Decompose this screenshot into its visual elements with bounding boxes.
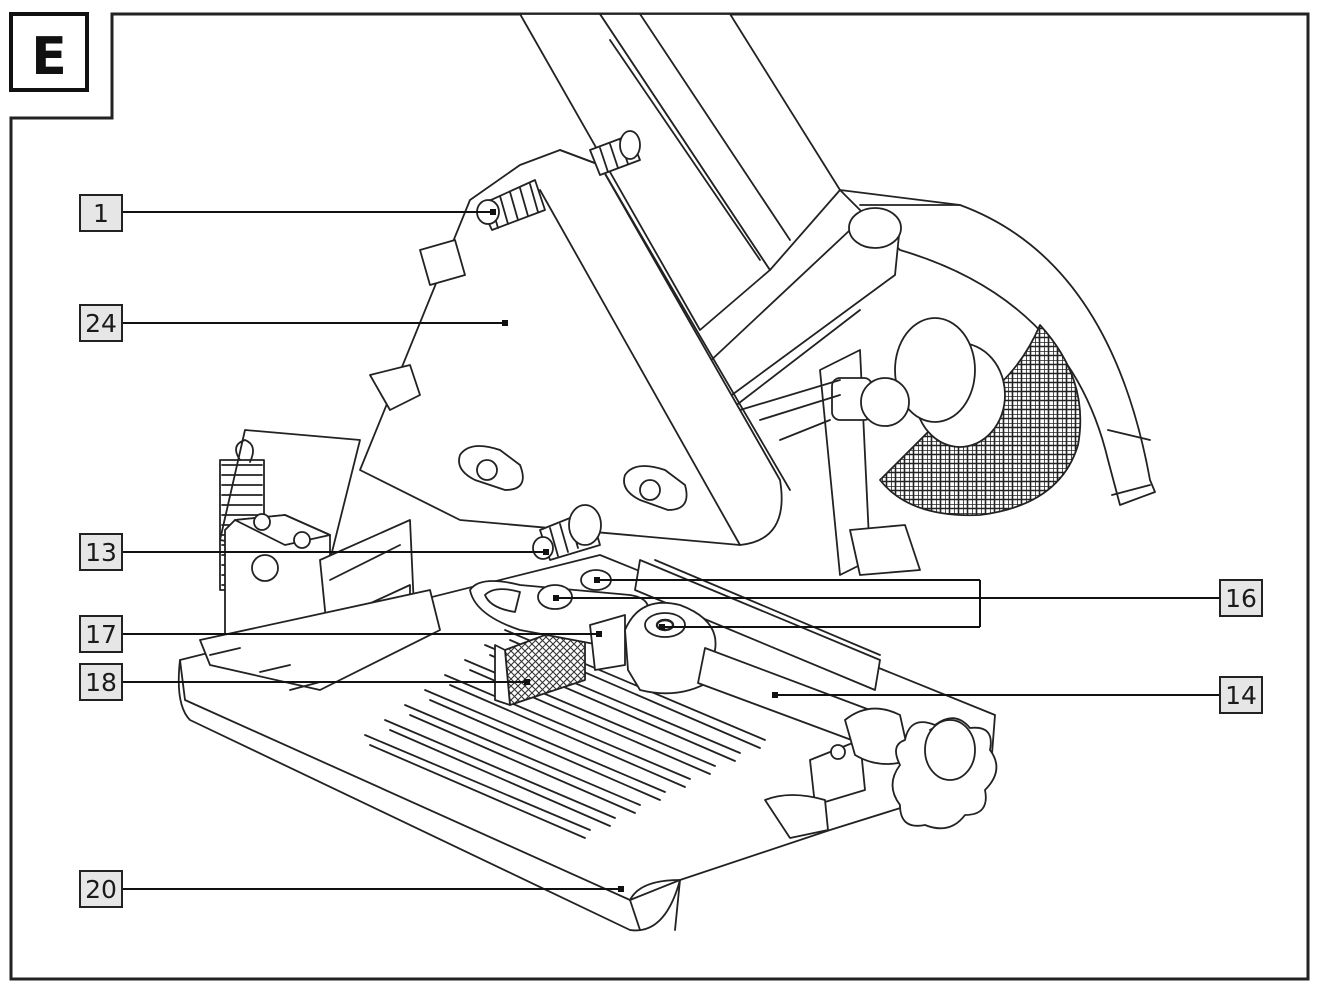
svg-text:16: 16 <box>1225 584 1257 613</box>
callout-1: 1 <box>79 194 123 232</box>
callout-labels: 1 24 13 17 18 20 16 14 <box>79 194 1263 908</box>
svg-text:13: 13 <box>85 538 117 567</box>
callout-20: 20 <box>79 870 123 908</box>
leader-16 <box>556 579 1220 628</box>
callout-14: 14 <box>1219 676 1263 714</box>
callout-16: 16 <box>1219 579 1263 617</box>
panel-tab: E <box>9 12 89 92</box>
callout-24: 24 <box>79 304 123 342</box>
svg-text:24: 24 <box>85 309 117 338</box>
leader-dots <box>490 209 778 892</box>
callout-13: 13 <box>79 533 123 571</box>
callout-17: 17 <box>79 615 123 653</box>
svg-text:1: 1 <box>93 199 109 228</box>
leader-lines <box>122 211 1220 890</box>
pivot-bracket <box>359 149 783 546</box>
svg-text:18: 18 <box>85 668 117 697</box>
pivot-bolt-top <box>476 130 641 231</box>
panel-letter: E <box>31 27 67 87</box>
callout-18: 18 <box>79 663 123 701</box>
svg-text:14: 14 <box>1225 681 1257 710</box>
svg-text:17: 17 <box>85 620 117 649</box>
cut-off-saw-drawing <box>177 13 1156 932</box>
svg-text:20: 20 <box>85 875 117 904</box>
